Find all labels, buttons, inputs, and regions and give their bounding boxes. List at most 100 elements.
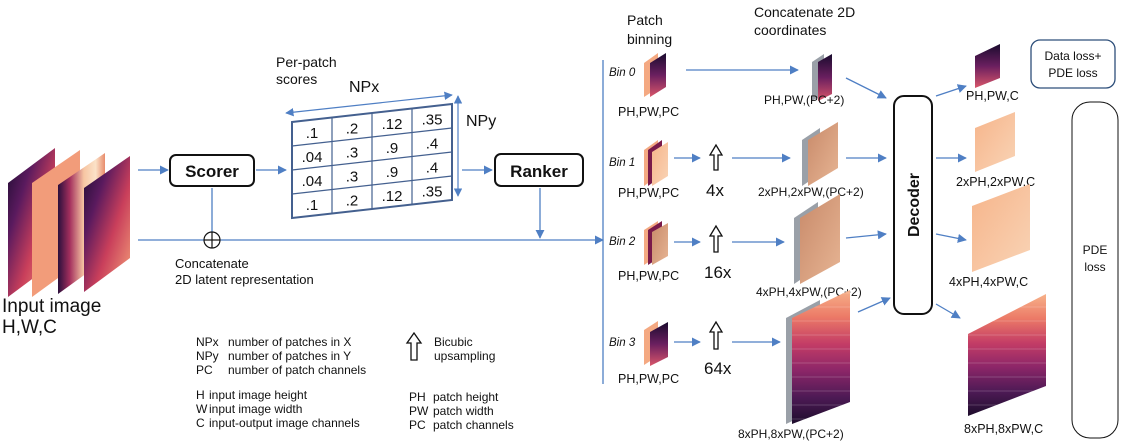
legend-npy-desc: number of patches in Y bbox=[228, 349, 351, 363]
ranker-box bbox=[494, 153, 584, 187]
score-grid-row-line bbox=[291, 175, 453, 195]
npy-label: NPy bbox=[466, 113, 496, 130]
bin3-factor: 64x bbox=[704, 359, 732, 378]
legend-pc-desc: number of patch channels bbox=[228, 363, 366, 377]
bin2-to-decoder-arrow bbox=[845, 230, 887, 240]
score-cell: .9 bbox=[386, 140, 399, 157]
legend-npy-key: NPy bbox=[196, 349, 219, 363]
concat-latent-line1: Concatenate bbox=[175, 256, 249, 271]
out3-dims: 8xPH,8xPW,C bbox=[964, 422, 1043, 436]
score-cell: .3 bbox=[346, 168, 359, 185]
legend-npx-key: NPx bbox=[196, 335, 219, 349]
scorer-box bbox=[169, 154, 255, 187]
legend-pc2-desc: patch channels bbox=[433, 418, 514, 432]
out0-dims: PH,PW,C bbox=[966, 89, 1019, 103]
binning-title-line1: Patch bbox=[627, 12, 663, 28]
legend-pc2-key: PC bbox=[409, 418, 426, 432]
concat-coords-line2: coordinates bbox=[754, 22, 826, 38]
legend-w-key: W bbox=[196, 402, 208, 416]
bin1-factor: 4x bbox=[706, 181, 724, 200]
score-cell: .3 bbox=[346, 144, 359, 161]
score-cell: .35 bbox=[422, 111, 443, 128]
bin0-concat-dims: PH,PW,(PC+2) bbox=[764, 93, 844, 107]
score-grid-row-line bbox=[291, 127, 453, 147]
bin2-patch-front bbox=[652, 223, 668, 265]
legend: NPx number of patches in X NPy number of… bbox=[196, 331, 514, 432]
legend-ph-key: PH bbox=[409, 390, 426, 404]
legend-pw-key: PW bbox=[409, 404, 429, 418]
bin3-upsample-icon bbox=[708, 320, 724, 350]
legend-bicubic-line2: upsampling bbox=[434, 349, 495, 363]
bin0-patch-front bbox=[650, 53, 666, 97]
pde-loss-box bbox=[1071, 101, 1119, 439]
score-grid-row-line bbox=[291, 151, 453, 171]
out0-arrow bbox=[935, 84, 967, 97]
out1-image bbox=[975, 112, 1015, 172]
pde-loss-line1: PDE bbox=[1083, 243, 1108, 257]
decoder-box bbox=[893, 95, 933, 315]
bin1-dims: PH,PW,PC bbox=[618, 186, 679, 200]
bin2-label: Bin 2 bbox=[609, 236, 636, 248]
legend-w-desc: input image width bbox=[209, 402, 302, 416]
bin1-concat-dims: 2xPH,2xPW,(PC+2) bbox=[758, 185, 864, 199]
data-loss-line2: PDE loss bbox=[1048, 66, 1097, 80]
score-cell: .12 bbox=[382, 116, 403, 133]
npx-label: NPx bbox=[349, 79, 379, 96]
bin2-coords-front bbox=[800, 194, 840, 284]
data-loss-box bbox=[1030, 39, 1116, 89]
ranker-label: Ranker bbox=[510, 162, 568, 181]
npx-arrow bbox=[285, 91, 453, 117]
score-cell: .04 bbox=[302, 173, 323, 190]
score-grid: .1.2.12.35.04.3.9.4.04.3.9.4.1.2.12.35 bbox=[291, 102, 453, 220]
input-image-title: Input image bbox=[2, 296, 101, 317]
binning-title-line2: binning bbox=[627, 31, 672, 47]
out0-image bbox=[975, 44, 1000, 88]
bin2-factor: 16x bbox=[704, 263, 732, 282]
bin1-coords-front bbox=[808, 122, 838, 186]
legend-ph-desc: patch height bbox=[433, 390, 499, 404]
out2-dims: 4xPH,4xPW,C bbox=[949, 275, 1028, 289]
score-cell: .9 bbox=[386, 164, 399, 181]
bin3-coords-texture bbox=[792, 290, 850, 424]
bin2-upsample-icon bbox=[708, 224, 724, 253]
out1-dims: 2xPH,2xPW,C bbox=[956, 175, 1035, 189]
concat-coords-line1: Concatenate 2D bbox=[754, 4, 855, 20]
score-cell: .2 bbox=[346, 192, 359, 209]
bin3-to-decoder-arrow bbox=[857, 297, 891, 313]
legend-c-key: C bbox=[196, 416, 205, 430]
out2-image bbox=[972, 184, 1030, 272]
input-layer-4 bbox=[84, 156, 130, 292]
pde-loss-line2: loss bbox=[1084, 260, 1105, 274]
score-cell: .04 bbox=[302, 149, 323, 166]
score-cell: .4 bbox=[426, 135, 439, 152]
scorer-label: Scorer bbox=[185, 162, 239, 181]
input-image-stack bbox=[8, 148, 130, 297]
input-image-dims: H,W,C bbox=[2, 317, 57, 338]
legend-h-desc: input image height bbox=[209, 388, 308, 402]
legend-upsample-icon bbox=[405, 331, 423, 361]
legend-npx-desc: number of patches in X bbox=[228, 335, 351, 349]
out3-texture bbox=[968, 294, 1046, 416]
decoder-label: Decoder bbox=[906, 173, 923, 237]
bin2-concat-dims: 4xPH,4xPW,(PC+2) bbox=[756, 285, 862, 299]
bin3-label: Bin 3 bbox=[609, 337, 636, 349]
score-cell: .12 bbox=[382, 188, 403, 205]
legend-c-desc: input-output image channels bbox=[209, 416, 360, 430]
score-cell: .2 bbox=[346, 120, 359, 137]
score-cell: .1 bbox=[306, 125, 319, 142]
bin1-upsample-icon bbox=[708, 143, 724, 171]
bin2-dims: PH,PW,PC bbox=[618, 269, 679, 283]
bin0-dims: PH,PW,PC bbox=[618, 105, 679, 119]
bin1-label: Bin 1 bbox=[609, 157, 635, 169]
legend-bicubic-line1: Bicubic bbox=[434, 335, 473, 349]
legend-pc-key: PC bbox=[196, 363, 213, 377]
bin0-to-decoder-arrow bbox=[845, 77, 887, 99]
bin0-coords-front bbox=[818, 54, 832, 101]
score-cell: .35 bbox=[422, 183, 443, 200]
bin1-patch-front bbox=[652, 142, 668, 186]
data-loss-line1: Data loss+ bbox=[1044, 49, 1101, 63]
scores-title-line2: scores bbox=[276, 71, 317, 87]
bin0-label: Bin 0 bbox=[609, 67, 636, 79]
scores-title-line1: Per-patch bbox=[276, 54, 337, 70]
